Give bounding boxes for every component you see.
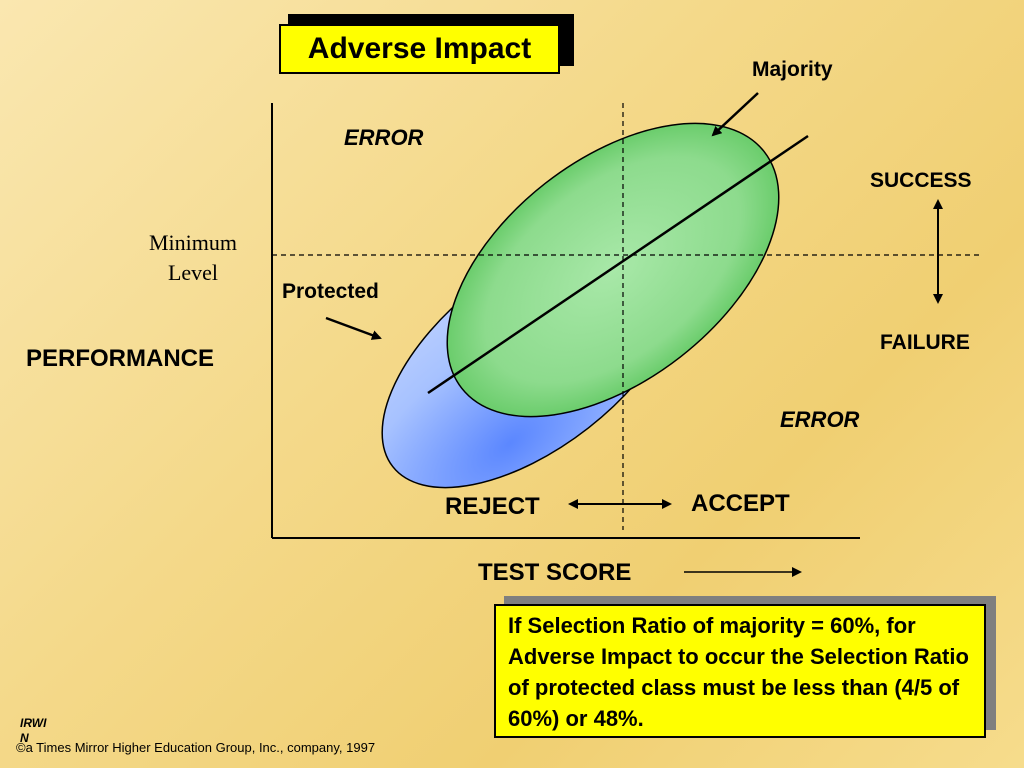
failure-label: FAILURE: [880, 331, 970, 354]
irwin-line2: N: [20, 731, 29, 745]
irwin-logo-text: IRWI N: [20, 716, 46, 746]
success-label: SUCCESS: [870, 169, 972, 192]
protected-arrow: [325, 316, 382, 340]
reject-label: REJECT: [445, 493, 540, 520]
majority-arrow: [711, 92, 759, 137]
page-title: Adverse Impact: [279, 24, 560, 74]
performance-axis-label: PERFORMANCE: [26, 345, 215, 372]
copyright-text: ©a Times Mirror Higher Education Group, …: [16, 740, 376, 755]
minimum-level-label: Minimum Level: [128, 228, 258, 288]
accept-label: ACCEPT: [691, 490, 790, 517]
minimum-level-line2: Level: [167, 260, 219, 285]
error-top-label: ERROR: [344, 125, 424, 150]
irwin-line1: IRWI: [20, 716, 47, 730]
majority-label: Majority: [752, 58, 833, 81]
selection-ratio-note: If Selection Ratio of majority = 60%, fo…: [494, 604, 986, 738]
majority-ellipse: [446, 122, 780, 418]
error-bottom-label: ERROR: [780, 407, 860, 432]
regression-line: [427, 134, 809, 395]
test-score-axis-label: TEST SCORE: [478, 559, 632, 586]
protected-label: Protected: [282, 280, 379, 303]
minimum-level-line1: Minimum: [148, 230, 237, 255]
